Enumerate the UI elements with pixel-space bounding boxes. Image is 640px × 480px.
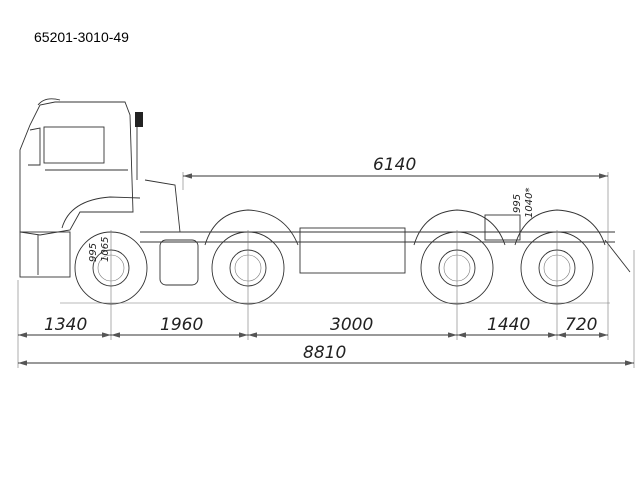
drawing-title: 65201-3010-49	[34, 29, 129, 45]
dim-front-overhang: 1340	[44, 315, 87, 335]
extension-lines	[17, 172, 635, 368]
dim-overall-length: 8810	[303, 343, 346, 363]
dim-axle-2-3: 3000	[330, 315, 373, 335]
dim-axle-1-2: 1960	[160, 315, 203, 335]
chassis-frame	[140, 179, 631, 286]
wheels	[60, 209, 610, 305]
exhaust-stack	[135, 112, 143, 127]
dim-front-height-b: 1065	[100, 237, 111, 262]
wheel-axle-2	[204, 209, 299, 305]
wheel-axle-3	[413, 209, 506, 305]
dim-rear-height-b: 1040*	[524, 188, 535, 218]
dim-front-height-a: 995	[88, 243, 99, 262]
dim-frame-length: 6140	[373, 155, 416, 175]
dim-rear-overhang: 720	[565, 315, 597, 335]
dim-rear-height-a: 995	[512, 194, 523, 213]
cab	[19, 98, 143, 278]
dim-axle-3-4: 1440	[487, 315, 530, 335]
dimension-lines	[18, 173, 634, 366]
wheel-axle-4	[514, 209, 606, 305]
